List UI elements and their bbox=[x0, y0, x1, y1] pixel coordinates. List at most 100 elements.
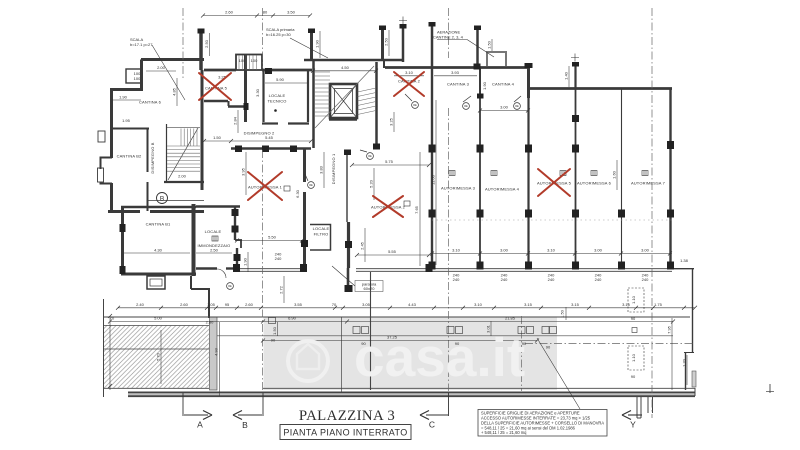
svg-text:2.00: 2.00 bbox=[178, 174, 187, 179]
svg-text:3.10: 3.10 bbox=[547, 248, 556, 253]
svg-text:LOCALE: LOCALE bbox=[313, 226, 330, 231]
svg-text:RE: RE bbox=[368, 154, 372, 158]
svg-text:b=16.25 p=30: b=16.25 p=30 bbox=[266, 32, 291, 37]
svg-text:5.45: 5.45 bbox=[265, 135, 274, 140]
svg-text:3.93: 3.93 bbox=[451, 70, 460, 75]
svg-text:1.05: 1.05 bbox=[207, 302, 216, 307]
svg-text:AUTORIMESSA 7: AUTORIMESSA 7 bbox=[631, 181, 666, 186]
svg-text:90: 90 bbox=[271, 338, 276, 343]
svg-text:DELLA SUPERFICIE AUTORIMESSE +: DELLA SUPERFICIE AUTORIMESSE + CORSELLO … bbox=[481, 421, 604, 426]
svg-text:5.00: 5.00 bbox=[154, 316, 163, 321]
svg-text:5.50: 5.50 bbox=[268, 235, 277, 240]
svg-text:2.50: 2.50 bbox=[204, 39, 209, 48]
svg-text:TECNICO: TECNICO bbox=[267, 99, 286, 104]
svg-text:b=17.1 p=27: b=17.1 p=27 bbox=[130, 42, 153, 47]
svg-text:paratoia: paratoia bbox=[362, 282, 377, 287]
svg-text:7.95: 7.95 bbox=[667, 325, 672, 334]
svg-text:6.30: 6.30 bbox=[295, 189, 300, 198]
svg-text:1.90: 1.90 bbox=[243, 257, 248, 266]
svg-text:2.60: 2.60 bbox=[180, 302, 189, 307]
svg-text:100: 100 bbox=[251, 58, 258, 63]
svg-text:1.20: 1.20 bbox=[682, 358, 687, 367]
svg-text:2.50: 2.50 bbox=[210, 248, 219, 253]
svg-text:2.84: 2.84 bbox=[233, 116, 238, 125]
svg-text:240: 240 bbox=[453, 273, 460, 278]
svg-text:3.83: 3.83 bbox=[319, 165, 324, 174]
svg-text:95: 95 bbox=[225, 302, 230, 307]
svg-text:1.90: 1.90 bbox=[482, 81, 487, 90]
svg-text:90: 90 bbox=[522, 341, 527, 346]
svg-text:CANTINA 6: CANTINA 6 bbox=[139, 100, 162, 105]
svg-text:RE: RE bbox=[464, 104, 468, 108]
svg-text:240: 240 bbox=[275, 252, 282, 257]
svg-text:70: 70 bbox=[110, 316, 115, 321]
svg-text:B: B bbox=[242, 420, 248, 430]
svg-text:5.90: 5.90 bbox=[276, 77, 285, 82]
svg-text:3.50: 3.50 bbox=[287, 10, 296, 15]
svg-text:ACCESSO AUTORIMESSE INTERRATE: ACCESSO AUTORIMESSE INTERRATE = 23,73 mq… bbox=[481, 416, 591, 421]
svg-text:6.90: 6.90 bbox=[288, 316, 297, 321]
svg-text:60x20: 60x20 bbox=[364, 286, 376, 291]
svg-text:DISIMPEGNO 1: DISIMPEGNO 1 bbox=[331, 153, 336, 184]
svg-text:1.60: 1.60 bbox=[612, 170, 617, 179]
svg-text:B: B bbox=[160, 196, 164, 203]
svg-text:4.93: 4.93 bbox=[214, 347, 219, 356]
svg-text:7.65: 7.65 bbox=[414, 205, 419, 214]
svg-text:AUTORIMESSA 3: AUTORIMESSA 3 bbox=[441, 186, 476, 191]
svg-text:1.38: 1.38 bbox=[680, 258, 689, 263]
svg-text:1.50: 1.50 bbox=[560, 309, 565, 318]
svg-text:RE: RE bbox=[309, 183, 313, 187]
svg-text:70: 70 bbox=[332, 302, 337, 307]
svg-text:90: 90 bbox=[631, 316, 636, 321]
svg-text:2.50: 2.50 bbox=[384, 37, 389, 46]
svg-text:3.00: 3.00 bbox=[500, 105, 509, 110]
svg-text:240: 240 bbox=[453, 277, 460, 282]
svg-text:1.40: 1.40 bbox=[564, 71, 569, 80]
svg-text:1.90: 1.90 bbox=[315, 39, 320, 48]
svg-text:240: 240 bbox=[595, 273, 602, 278]
svg-text:2.40: 2.40 bbox=[136, 302, 145, 307]
svg-text:3.15: 3.15 bbox=[622, 302, 631, 307]
svg-text:1.50: 1.50 bbox=[487, 40, 492, 49]
svg-text:2.80: 2.80 bbox=[206, 320, 215, 325]
svg-text:5.70: 5.70 bbox=[156, 352, 161, 361]
svg-text:SUPERFICIE GRIGLIE DI AERAZION: SUPERFICIE GRIGLIE DI AERAZIONE e APERTU… bbox=[481, 411, 580, 416]
svg-text:PIANTA PIANO INTERRATO: PIANTA PIANO INTERRATO bbox=[283, 428, 407, 438]
svg-text:AUTORIMESSA 4: AUTORIMESSA 4 bbox=[485, 187, 520, 192]
svg-text:1.90: 1.90 bbox=[119, 95, 128, 100]
svg-text:RE: RE bbox=[228, 284, 232, 288]
svg-text:3.05: 3.05 bbox=[362, 302, 371, 307]
svg-text:2.00: 2.00 bbox=[157, 65, 166, 70]
svg-text:240: 240 bbox=[595, 277, 602, 282]
svg-text:DISIMPEGNO 2: DISIMPEGNO 2 bbox=[244, 131, 275, 136]
svg-text:3.30: 3.30 bbox=[255, 88, 260, 97]
svg-text:2.60: 2.60 bbox=[225, 10, 234, 15]
svg-text:4.85: 4.85 bbox=[172, 87, 177, 96]
svg-text:1.10: 1.10 bbox=[631, 353, 636, 362]
svg-text:3.00: 3.00 bbox=[594, 248, 603, 253]
svg-text:Y: Y bbox=[630, 420, 636, 430]
svg-text:LOCALE: LOCALE bbox=[269, 93, 286, 98]
svg-text:FILTRO: FILTRO bbox=[314, 232, 329, 237]
svg-text:37.25: 37.25 bbox=[387, 335, 398, 340]
svg-text:3.10: 3.10 bbox=[405, 70, 414, 75]
svg-text:3.95: 3.95 bbox=[241, 167, 246, 176]
svg-text:100: 100 bbox=[239, 58, 246, 63]
svg-text:2.60: 2.60 bbox=[245, 302, 254, 307]
svg-text:240: 240 bbox=[501, 273, 508, 278]
svg-text:3.25: 3.25 bbox=[218, 75, 227, 80]
svg-text:100: 100 bbox=[134, 76, 141, 81]
svg-text:21.85: 21.85 bbox=[505, 316, 516, 321]
svg-text:5.75: 5.75 bbox=[385, 159, 394, 164]
svg-text:CANTINE 2, 3, 4: CANTINE 2, 3, 4 bbox=[433, 35, 464, 40]
svg-text:casa.it: casa.it bbox=[354, 326, 525, 388]
svg-text:IMMONDEZZAIO: IMMONDEZZAIO bbox=[198, 243, 231, 248]
svg-text:CANTINA B2: CANTINA B2 bbox=[117, 154, 142, 159]
svg-text:240: 240 bbox=[642, 277, 649, 282]
svg-text:RE: RE bbox=[413, 103, 417, 107]
svg-text:5.20: 5.20 bbox=[369, 179, 374, 188]
svg-text:2.45: 2.45 bbox=[360, 241, 365, 250]
svg-text:CANTINA 3: CANTINA 3 bbox=[447, 82, 470, 87]
svg-text:100: 100 bbox=[134, 71, 141, 76]
svg-text:PALAZZINA 3: PALAZZINA 3 bbox=[299, 408, 395, 424]
